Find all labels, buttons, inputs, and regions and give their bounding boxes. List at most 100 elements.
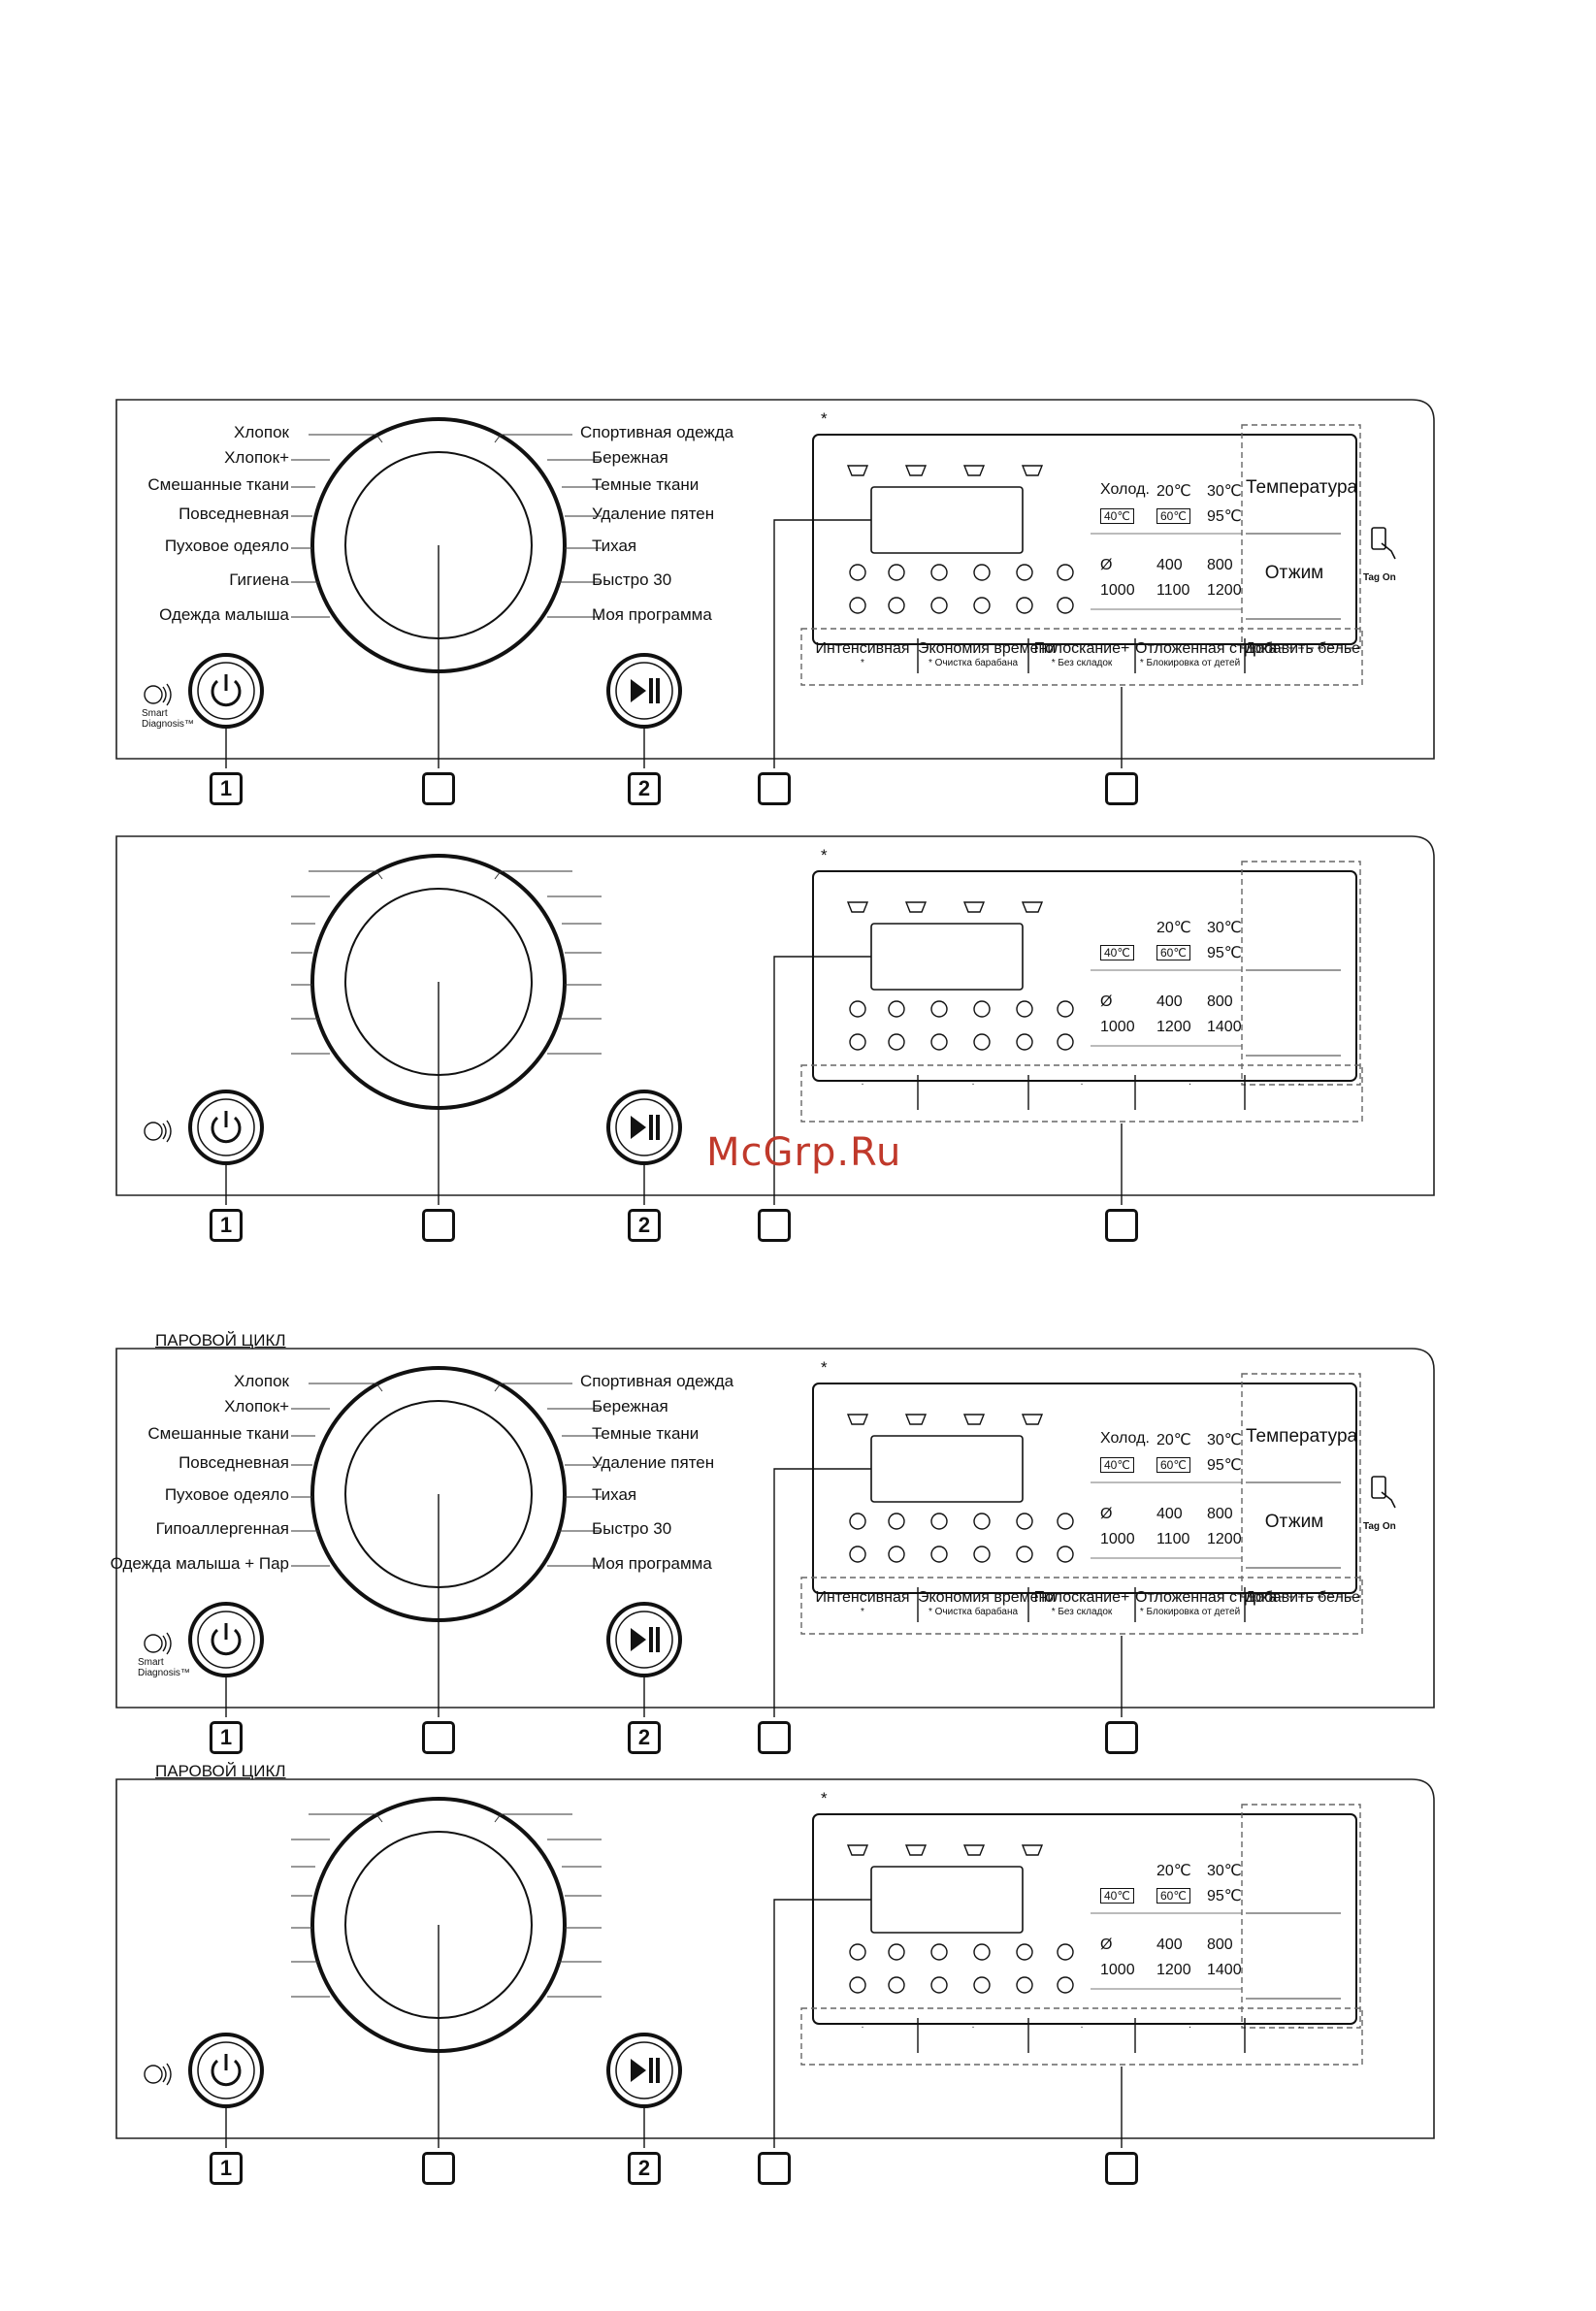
- option-button[interactable]: Отложенная стирка* Блокировка от детей: [1135, 640, 1277, 669]
- status-icon: [904, 1414, 928, 1425]
- temperature-button[interactable]: Температура: [1246, 1426, 1358, 1447]
- play-icon: [631, 679, 646, 702]
- option-sub-label: *: [861, 1607, 864, 1617]
- start-pause-inner: [615, 662, 673, 720]
- program-label-left[interactable]: Одежда малыша: [159, 605, 289, 624]
- program-label-right[interactable]: Тихая: [592, 1485, 637, 1504]
- option-button[interactable]: .: [807, 1077, 918, 1089]
- program-label-left[interactable]: Одежда малыша + Пар: [110, 1554, 289, 1573]
- program-label-left[interactable]: Смешанные ткани: [147, 1424, 289, 1443]
- option-button[interactable]: Экономия времени* Очистка барабана: [918, 1589, 1056, 1618]
- program-label-right[interactable]: Удаление пятен: [592, 505, 715, 523]
- tag-on-hand: [1381, 1491, 1396, 1509]
- program-label-right[interactable]: Темные ткани: [592, 475, 700, 494]
- display-value: 1000: [1100, 1531, 1135, 1547]
- option-button[interactable]: Интенсивная*: [807, 1589, 918, 1618]
- power-icon: [211, 2059, 242, 2087]
- power-button-ring: [188, 1602, 264, 1677]
- temperature-button[interactable]: Температура: [1246, 477, 1358, 498]
- play-icon: [631, 2059, 646, 2082]
- display-value: 1000: [1100, 582, 1135, 599]
- display-value: Ø: [1100, 557, 1113, 573]
- option-button[interactable]: Экономия времени* Очистка барабана: [918, 640, 1056, 669]
- display-value: 60℃: [1156, 1457, 1190, 1473]
- callout-box: [758, 772, 791, 805]
- option-button[interactable]: Полоскание+* Без складок: [1028, 1589, 1135, 1618]
- option-button[interactable]: Полоскание+* Без складок: [1028, 640, 1135, 669]
- option-button[interactable]: .: [1245, 2020, 1354, 2032]
- program-label-right[interactable]: Бережная: [592, 1397, 668, 1416]
- program-label-right[interactable]: Бережная: [592, 448, 668, 467]
- option-button[interactable]: .: [1028, 2020, 1135, 2032]
- asterisk-note: *: [821, 1358, 828, 1377]
- smart-diagnosis-text: Smart: [142, 708, 168, 719]
- program-label-left[interactable]: Пуховое одеяло: [164, 1485, 289, 1504]
- program-label-left[interactable]: Смешанные ткани: [147, 475, 289, 494]
- program-label-right[interactable]: Тихая: [592, 537, 637, 555]
- display-frame: [812, 434, 1357, 645]
- option-button[interactable]: Добавить белье: [1245, 1589, 1360, 1607]
- callout-leader: [773, 519, 871, 768]
- program-label-left[interactable]: Хлопок: [233, 1372, 289, 1390]
- option-sub-label: .: [861, 1077, 864, 1088]
- program-label-left[interactable]: Пуховое одеяло: [164, 537, 289, 555]
- program-label-right[interactable]: Быстро 30: [592, 1519, 672, 1538]
- status-icon: [846, 465, 869, 476]
- lcd-screen: [870, 486, 1024, 554]
- callout-box: [1105, 2152, 1138, 2185]
- option-button[interactable]: .: [1028, 1077, 1135, 1089]
- option-button[interactable]: .: [918, 2020, 1028, 2032]
- callout-box: 2: [628, 1209, 661, 1242]
- option-button[interactable]: .: [807, 2020, 918, 2032]
- option-button[interactable]: Добавить белье: [1245, 640, 1360, 658]
- program-label-left[interactable]: Повседневная: [179, 505, 289, 523]
- program-label-left[interactable]: Хлопок+: [224, 448, 289, 467]
- power-button-inner: [197, 662, 255, 720]
- option-sub-label: * Блокировка от детей: [1139, 1607, 1241, 1617]
- status-icon: [1057, 1033, 1074, 1051]
- option-button[interactable]: Отложенная стирка* Блокировка от детей: [1135, 1589, 1277, 1618]
- tag-on-label: Tag On: [1363, 572, 1396, 583]
- program-label-left[interactable]: Гипоаллергенная: [155, 1519, 289, 1538]
- program-label-right[interactable]: Удаление пятен: [592, 1453, 715, 1472]
- smart-diagnosis-icon: [144, 685, 163, 704]
- status-icon: [1057, 1943, 1074, 1961]
- option-button[interactable]: .: [1135, 1077, 1245, 1089]
- option-button[interactable]: .: [1245, 1077, 1354, 1089]
- asterisk-note: *: [821, 1789, 828, 1807]
- program-label-left[interactable]: Гигиена: [229, 570, 289, 589]
- program-label-right[interactable]: Спортивная одежда: [580, 1372, 734, 1390]
- program-label-right[interactable]: Моя программа: [592, 605, 712, 624]
- status-icon: [1057, 1513, 1074, 1530]
- option-button[interactable]: Интенсивная*: [807, 640, 918, 669]
- tag-on-icon: [1371, 1476, 1386, 1499]
- program-label-right[interactable]: Темные ткани: [592, 1424, 700, 1443]
- program-label-left[interactable]: Хлопок+: [224, 1397, 289, 1416]
- pause-icon-bar-1: [649, 1115, 653, 1140]
- dial-leader-right-tip: [494, 1813, 502, 1823]
- program-label-right[interactable]: Моя программа: [592, 1554, 712, 1573]
- callout-box: [758, 2152, 791, 2185]
- status-icon: [930, 1000, 948, 1018]
- play-icon: [631, 1116, 646, 1139]
- tag-on-label: Tag On: [1363, 1521, 1396, 1532]
- program-label-left[interactable]: Повседневная: [179, 1453, 289, 1472]
- option-label: Экономия времени: [918, 1589, 1057, 1606]
- spin-button[interactable]: Отжим: [1264, 563, 1324, 583]
- smart-diagnosis-text: Diagnosis™: [142, 719, 194, 730]
- watermark: McGrp.Ru: [706, 1130, 902, 1175]
- spin-button[interactable]: Отжим: [1264, 1512, 1324, 1532]
- status-icon: [930, 1513, 948, 1530]
- status-icon: [849, 1033, 866, 1051]
- option-button[interactable]: .: [918, 1077, 1028, 1089]
- option-button[interactable]: .: [1135, 2020, 1245, 2032]
- program-label-right[interactable]: Быстро 30: [592, 570, 672, 589]
- callout-box: [422, 2152, 455, 2185]
- status-icon: [1057, 564, 1074, 581]
- status-icon: [930, 1976, 948, 1994]
- program-label-left[interactable]: Хлопок: [233, 423, 289, 441]
- callout-leader: [773, 1899, 871, 2148]
- display-value: 40℃: [1100, 508, 1134, 524]
- status-icon: [973, 597, 991, 614]
- program-label-right[interactable]: Спортивная одежда: [580, 423, 734, 441]
